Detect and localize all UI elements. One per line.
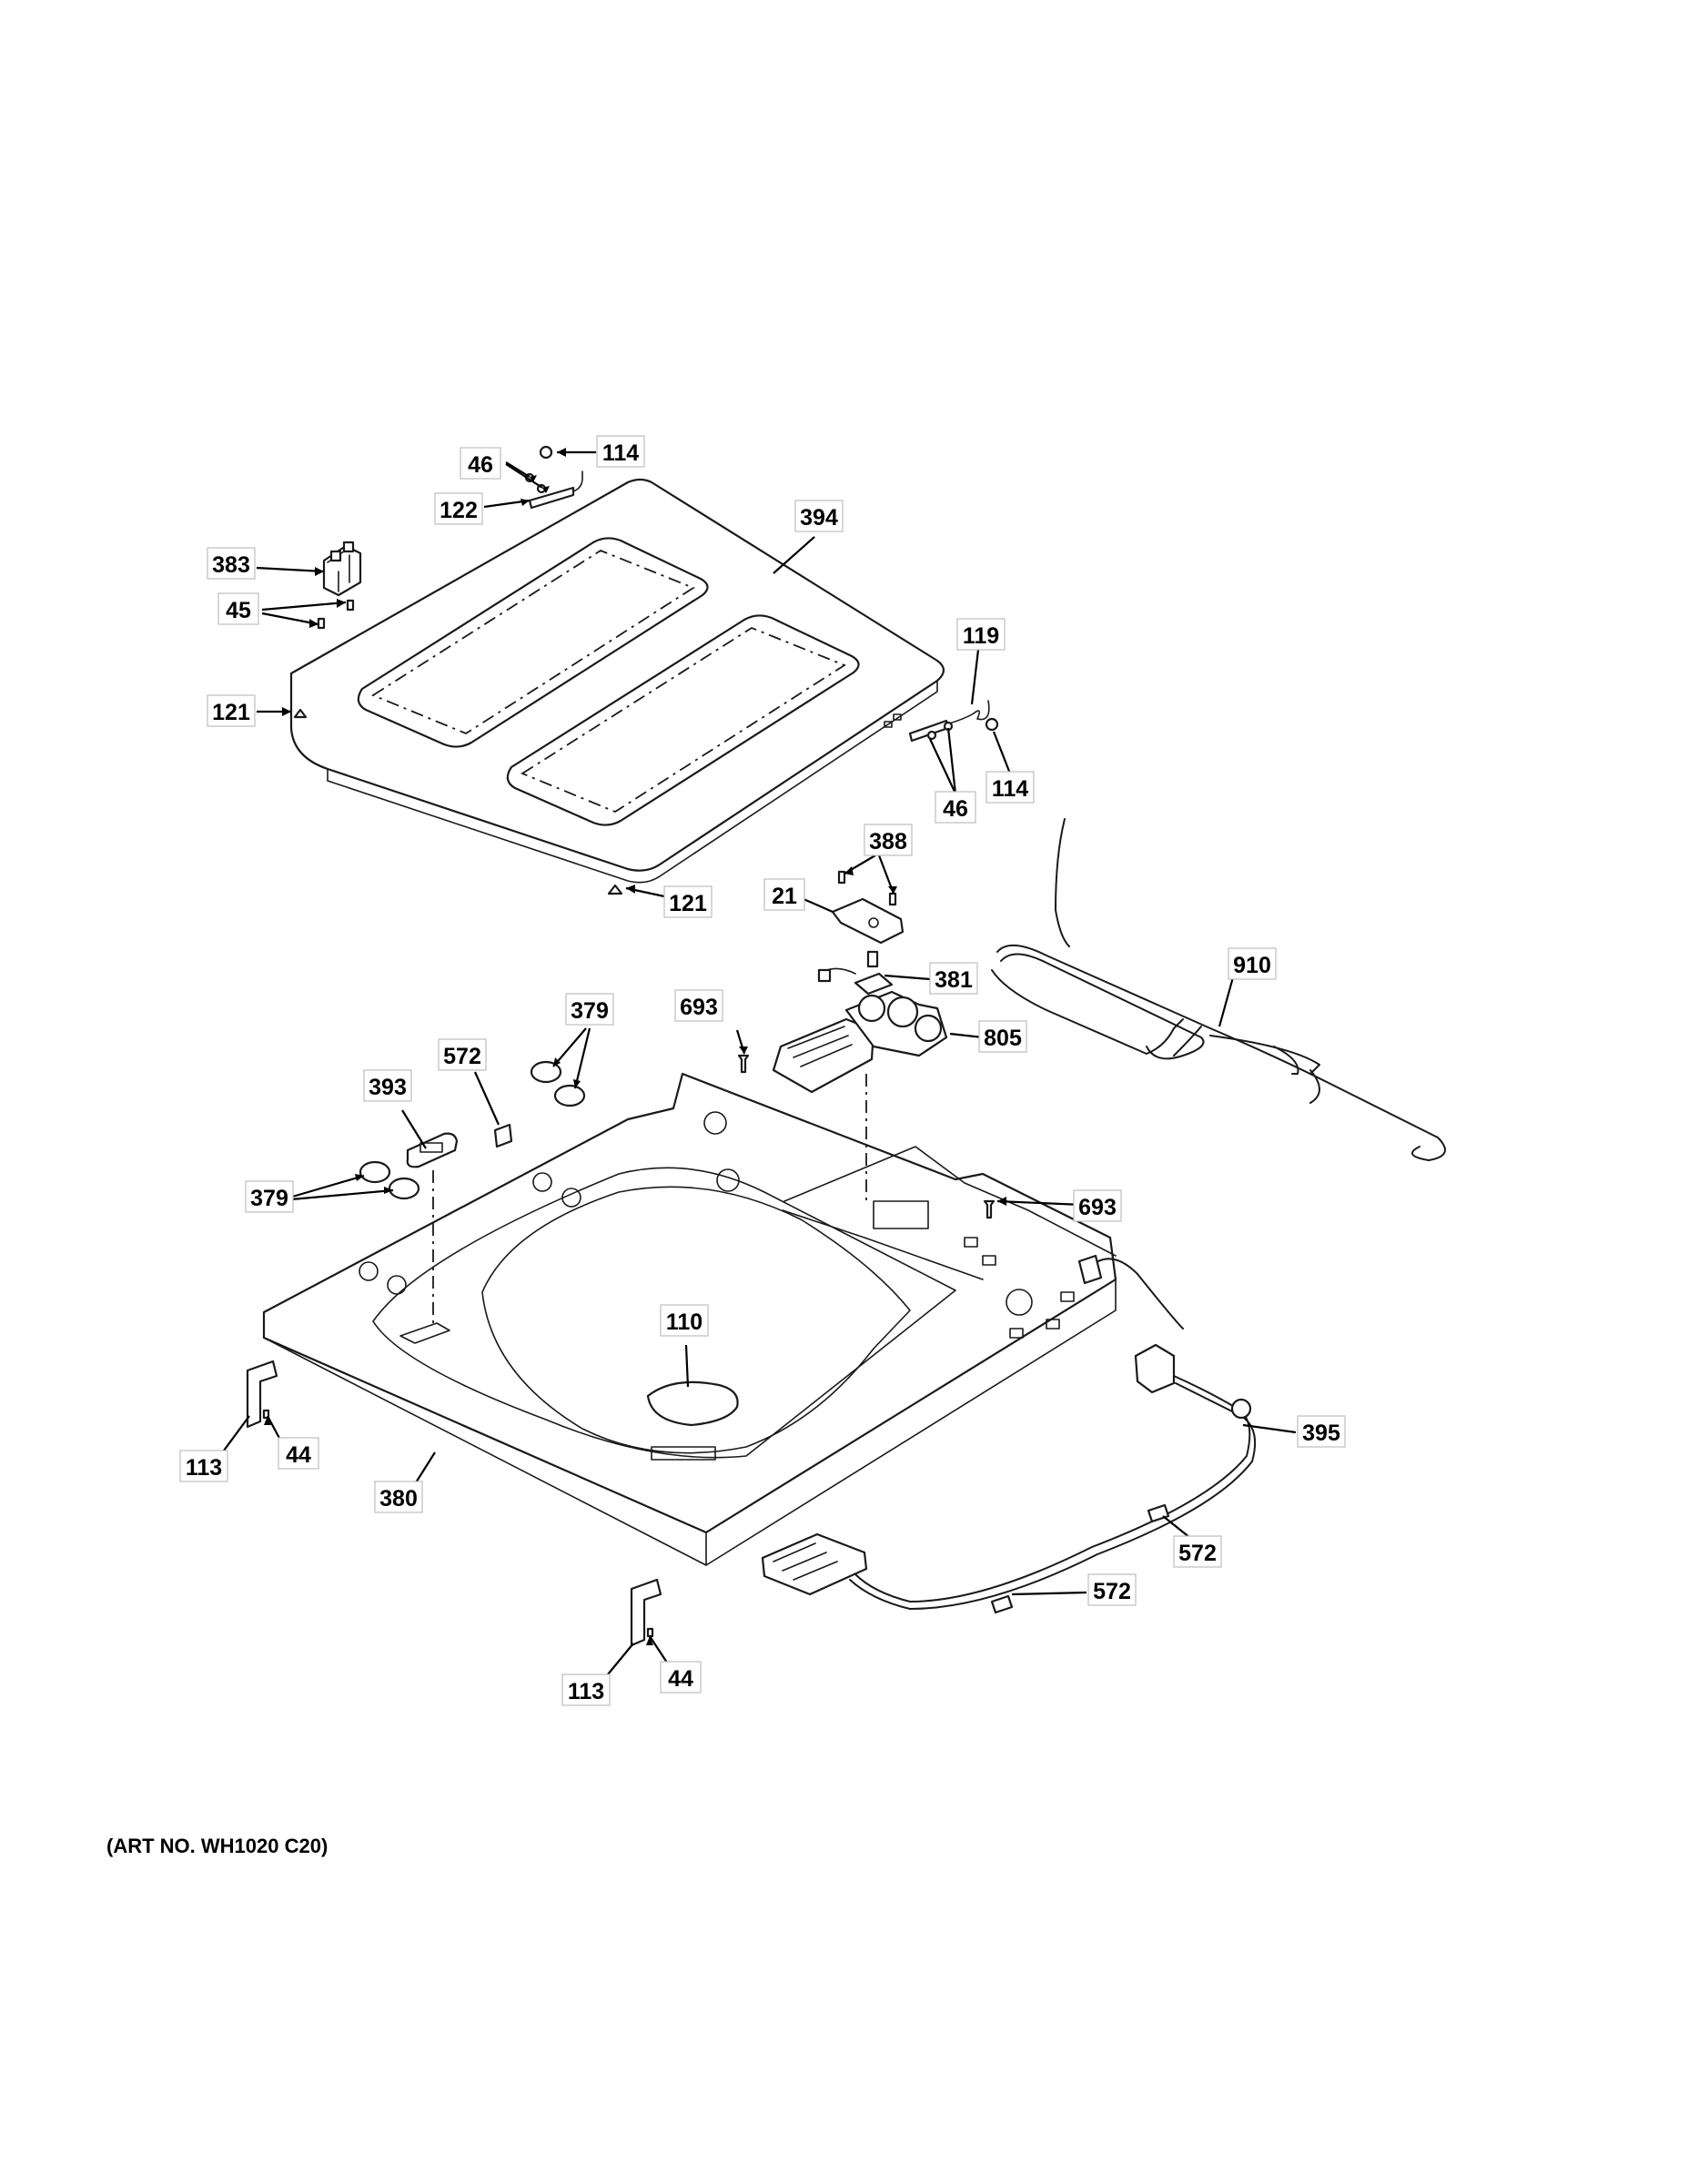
svg-text:910: 910 bbox=[1233, 953, 1271, 978]
svg-text:121: 121 bbox=[669, 891, 707, 916]
svg-text:388: 388 bbox=[869, 829, 907, 854]
callout-119: 119 bbox=[956, 618, 1006, 651]
buttons-379-top bbox=[530, 1060, 586, 1107]
screw-693-right bbox=[983, 1199, 996, 1219]
leader-lines bbox=[223, 450, 1297, 1675]
svg-text:44: 44 bbox=[668, 1666, 693, 1692]
arrowheads bbox=[264, 448, 1006, 1645]
svg-text:394: 394 bbox=[800, 505, 838, 531]
callout-388: 388 bbox=[864, 824, 913, 856]
svg-text:572: 572 bbox=[1178, 1541, 1217, 1566]
svg-text:110: 110 bbox=[666, 1309, 702, 1335]
art-number-caption: (ART NO. WH1020 C20) bbox=[106, 1835, 329, 1857]
bracket-113-left bbox=[246, 1360, 278, 1429]
svg-text:122: 122 bbox=[440, 498, 478, 523]
callout-572: 572 bbox=[1173, 1535, 1222, 1568]
callout-110: 110 bbox=[660, 1304, 709, 1337]
callout-693: 693 bbox=[1073, 1189, 1122, 1222]
svg-text:383: 383 bbox=[212, 552, 250, 578]
callout-45: 45 bbox=[217, 592, 259, 625]
svg-text:46: 46 bbox=[943, 796, 968, 822]
callout-693: 693 bbox=[674, 989, 723, 1022]
callout-121: 121 bbox=[207, 694, 256, 727]
svg-text:393: 393 bbox=[369, 1075, 407, 1100]
callout-572: 572 bbox=[438, 1038, 487, 1071]
buttons-379-left bbox=[359, 1160, 420, 1200]
knob-393 bbox=[406, 1132, 459, 1168]
bumper-121-bottom bbox=[607, 884, 623, 895]
callout-46: 46 bbox=[460, 447, 501, 480]
lid-lock-switch-part bbox=[322, 541, 362, 597]
callout-44: 44 bbox=[278, 1437, 319, 1470]
callout-379: 379 bbox=[565, 993, 614, 1026]
svg-text:380: 380 bbox=[379, 1486, 418, 1512]
svg-text:381: 381 bbox=[935, 967, 973, 993]
screws-45 bbox=[317, 599, 355, 630]
svg-text:805: 805 bbox=[984, 1026, 1022, 1051]
water-valve-assembly bbox=[772, 950, 948, 1094]
lid-assembly bbox=[289, 478, 945, 884]
callout-113: 113 bbox=[179, 1450, 228, 1482]
bumper-121-left bbox=[293, 708, 308, 719]
svg-text:395: 395 bbox=[1302, 1421, 1340, 1446]
callout-121: 121 bbox=[663, 885, 713, 918]
callout-572: 572 bbox=[1087, 1573, 1137, 1606]
svg-text:113: 113 bbox=[568, 1679, 604, 1704]
svg-text:114: 114 bbox=[602, 440, 639, 466]
svg-text:693: 693 bbox=[680, 995, 718, 1020]
callout-805: 805 bbox=[978, 1020, 1027, 1053]
screw-693-top bbox=[737, 1054, 750, 1074]
wire-harness-395 bbox=[761, 1254, 1256, 1614]
wire-harness-910 bbox=[991, 818, 1446, 1161]
callout-21: 21 bbox=[763, 878, 805, 911]
clip-572-left bbox=[493, 1123, 513, 1148]
svg-text:572: 572 bbox=[443, 1044, 481, 1069]
hinge-hardware-right bbox=[908, 700, 999, 743]
callout-114: 114 bbox=[596, 435, 645, 468]
svg-text:45: 45 bbox=[226, 598, 251, 623]
svg-text:121: 121 bbox=[212, 700, 250, 725]
callout-44: 44 bbox=[660, 1661, 702, 1694]
callout-394: 394 bbox=[794, 500, 844, 532]
svg-text:113: 113 bbox=[186, 1455, 222, 1481]
svg-text:693: 693 bbox=[1078, 1195, 1117, 1220]
callout-383: 383 bbox=[207, 547, 256, 580]
bracket-21 bbox=[831, 870, 905, 945]
svg-text:114: 114 bbox=[992, 776, 1028, 802]
callout-380: 380 bbox=[374, 1481, 423, 1513]
callout-122: 122 bbox=[434, 492, 483, 525]
svg-text:46: 46 bbox=[468, 452, 493, 478]
callout-910: 910 bbox=[1228, 947, 1277, 980]
svg-text:572: 572 bbox=[1093, 1579, 1131, 1604]
callout-46: 46 bbox=[935, 791, 976, 824]
svg-text:119: 119 bbox=[963, 623, 999, 649]
callout-379: 379 bbox=[245, 1180, 294, 1213]
callout-395: 395 bbox=[1297, 1415, 1346, 1448]
callout-381: 381 bbox=[929, 962, 978, 995]
bracket-113-bottom bbox=[630, 1578, 662, 1647]
callout-113: 113 bbox=[561, 1673, 611, 1706]
callout-114: 114 bbox=[986, 771, 1035, 804]
assembly-lines bbox=[432, 1074, 867, 1325]
svg-text:379: 379 bbox=[571, 998, 609, 1024]
callouts: 46 114 122 394 383 45 121 119 46 114 388… bbox=[179, 435, 1346, 1706]
svg-text:21: 21 bbox=[772, 884, 797, 909]
svg-text:44: 44 bbox=[286, 1442, 311, 1468]
callout-393: 393 bbox=[363, 1069, 412, 1102]
svg-text:379: 379 bbox=[250, 1186, 288, 1211]
